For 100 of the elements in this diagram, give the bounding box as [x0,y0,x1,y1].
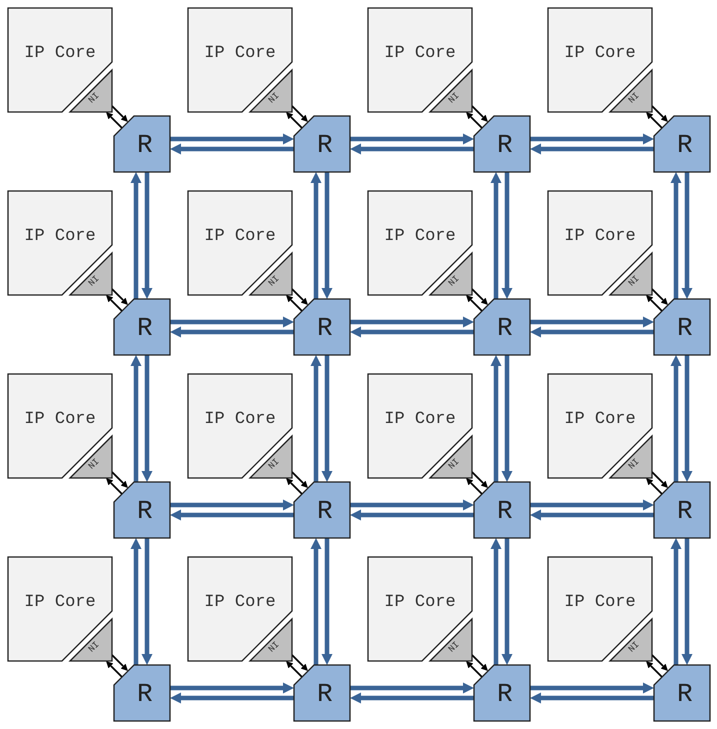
router-label: R [497,315,513,341]
arrow [286,478,303,495]
arrow [350,692,474,704]
arrow [530,134,654,144]
router-label: R [317,132,333,158]
arrow [651,471,668,488]
arrow [350,510,474,520]
arrow [502,172,512,299]
ni-label: NI [627,458,642,472]
arrow [170,316,294,328]
arrow [322,538,332,665]
core-label: IP Core [383,411,457,428]
arrow [286,112,303,129]
arrow [530,144,654,154]
arrow [310,355,322,482]
core-label: IP Core [383,45,457,62]
arrow [490,355,502,482]
arrow [142,172,152,299]
arrow [322,355,332,482]
arrow [111,105,128,122]
arrow [502,538,512,665]
core-label: IP Core [563,594,637,611]
arrow [350,144,474,154]
arrow [530,692,654,704]
arrow [130,172,142,299]
arrow [471,471,488,488]
arrow [286,295,303,312]
core-label: IP Core [23,411,97,428]
router-label: R [677,681,693,707]
arrow [670,355,682,482]
core-label: IP Core [203,411,277,428]
arrow [682,355,692,482]
ni-label: NI [267,458,282,472]
core-label: IP Core [383,228,457,245]
arrow [170,326,294,338]
arrow [490,538,502,665]
core-label: IP Core [563,228,637,245]
router-label: R [677,315,693,341]
router-label: R [677,132,693,158]
arrow [350,682,474,694]
ni-label: NI [87,274,102,288]
arrow [530,510,654,520]
core-label: IP Core [203,45,277,62]
ni-label: NI [267,92,282,106]
arrow [106,112,123,129]
core-label: IP Core [23,45,97,62]
arrow [502,355,512,482]
router-label: R [137,132,153,158]
router-label: R [497,132,513,158]
router-label: R [137,681,153,707]
arrow [170,682,294,694]
arrow [106,478,123,495]
router-label: R [137,315,153,341]
ni-label: NI [87,640,102,654]
arrow [310,538,322,665]
arrow [170,510,294,520]
arrow [651,105,668,122]
arrow [286,661,303,678]
core-label: IP Core [563,45,637,62]
arrow [530,500,654,510]
arrow [466,478,483,495]
core-label: IP Core [23,594,97,611]
arrow [291,654,308,671]
arrow [111,471,128,488]
arrow [130,355,142,482]
arrow [646,661,663,678]
router-label: R [317,315,333,341]
arrow [471,654,488,671]
arrow [530,682,654,694]
arrow [350,316,474,328]
arrow [130,538,142,665]
arrow [106,661,123,678]
ni-label: NI [627,92,642,106]
arrow [170,500,294,510]
arrow [142,538,152,665]
arrow [350,134,474,144]
core-label: IP Core [203,594,277,611]
arrow [530,316,654,328]
core-label: IP Core [563,411,637,428]
arrow [170,134,294,144]
router-label: R [317,681,333,707]
router-label: R [497,498,513,524]
arrow [682,172,692,299]
arrow [170,692,294,704]
ni-label: NI [447,274,462,288]
ni-label: NI [87,458,102,472]
router-label: R [317,498,333,524]
arrow [350,500,474,510]
core-label: IP Core [23,228,97,245]
arrow [646,112,663,129]
ni-label: NI [447,640,462,654]
arrow [350,326,474,338]
arrow [466,661,483,678]
arrow [490,172,502,299]
arrow [106,295,123,312]
ni-label: NI [447,92,462,106]
arrow [471,105,488,122]
arrow [646,478,663,495]
arrow [170,144,294,154]
core-label: IP Core [203,228,277,245]
